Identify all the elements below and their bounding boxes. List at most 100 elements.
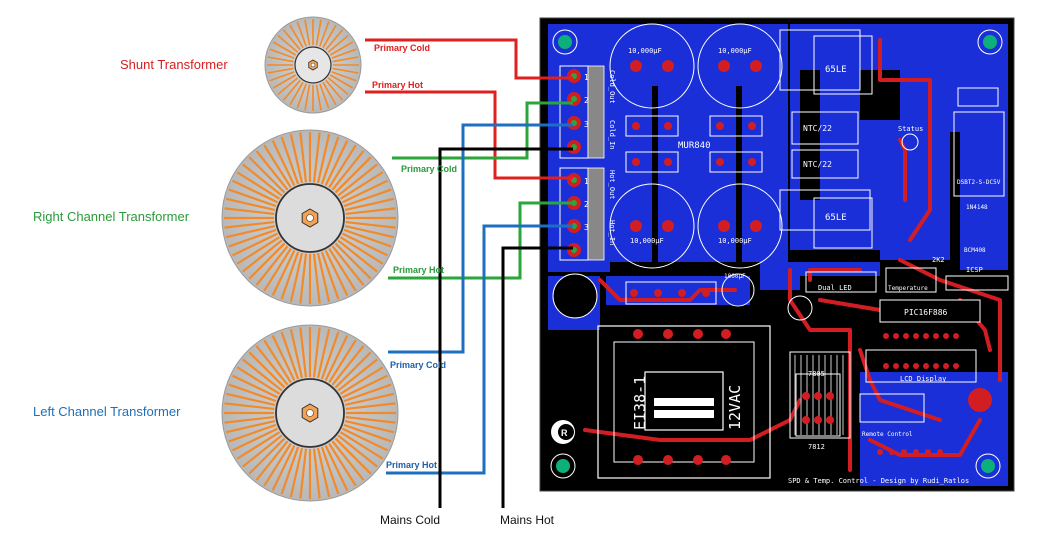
terminal-cold-out: Cold_Out [608, 70, 616, 104]
winding-turn [320, 446, 340, 495]
winding-turn [228, 383, 277, 403]
board-footer: SPD & Temp. Control - Design by Rudi_Rat… [788, 477, 969, 485]
winding-turn [232, 232, 279, 257]
winding-turn [322, 24, 337, 49]
icsp-label: ICSP [966, 266, 983, 274]
cap-3-label: 10,000µF [630, 237, 664, 245]
winding-turn [343, 423, 392, 443]
left-transformer-label: Left Channel Transformer [33, 404, 181, 419]
terminal-hot-out: Hot_Out [608, 170, 616, 200]
filter-capacitors [609, 23, 783, 269]
label-mains-hot: Mains Hot [500, 513, 555, 527]
winding-turn [267, 56, 294, 63]
winding-turn [289, 81, 304, 106]
winding-turn [263, 442, 292, 487]
winding-turn [312, 132, 321, 183]
winding-turn [236, 431, 281, 460]
terminal-cold-in: Cold_In [608, 120, 616, 150]
winding-turn [316, 252, 331, 303]
wires [365, 38, 573, 508]
rectifier-label: MUR840 [678, 141, 711, 151]
winding-turn [224, 207, 275, 216]
winding-turn [248, 351, 286, 389]
winding-turn [224, 402, 275, 411]
winding-turn [341, 427, 388, 452]
winding-turn [242, 434, 283, 468]
status-label: Status [898, 125, 923, 133]
pin-2a: 2 [584, 96, 589, 105]
shunt-transformer-label: Shunt Transformer [120, 57, 228, 72]
wire-right-cold [392, 101, 573, 160]
winding-turn [236, 236, 281, 265]
winding-turn [327, 34, 349, 53]
winding-turn [344, 224, 395, 239]
power-transformer [597, 325, 771, 479]
winding-turn [282, 29, 301, 51]
label-shunt-cold: Primary Cold [374, 43, 430, 53]
winding-turn [255, 245, 289, 286]
winding-turn [341, 179, 388, 204]
wire-mains-hot [501, 246, 573, 508]
winding-turn [225, 224, 276, 239]
winding-turn [343, 188, 392, 208]
pin-2b: 2 [584, 200, 589, 209]
reg-7805-label: 7805 [808, 370, 825, 378]
winding-turn [248, 156, 286, 194]
ntc-1-label: NTC/22 [803, 124, 832, 133]
winding-turn [277, 34, 299, 53]
transformer-voltage-label: 12VAC [726, 385, 744, 430]
winding-turn [337, 358, 378, 392]
winding-turn [271, 444, 296, 491]
right-transformer-label: Right Channel Transformer [33, 209, 190, 224]
winding-turn [320, 331, 340, 380]
winding-turn [271, 249, 296, 296]
wire-left-hot [386, 224, 573, 475]
winding-turn [316, 447, 331, 498]
winding-turn [344, 197, 395, 212]
winding-turn [339, 171, 384, 200]
winding-turn [282, 79, 301, 101]
winding-turn [289, 328, 304, 379]
winding-turn [329, 74, 354, 89]
pin-1b: 1 [584, 177, 589, 186]
winding-turn [232, 179, 279, 204]
winding-turn [225, 392, 276, 407]
winding-turn [332, 56, 359, 63]
winding-turn [324, 444, 349, 491]
terminal-hot-in: Hot_In [608, 220, 616, 245]
winding-turn [339, 431, 384, 460]
winding-turn [228, 228, 277, 248]
winding-turn [296, 83, 307, 109]
cap-2-label: 10,000µF [718, 47, 752, 55]
winding-turn [344, 419, 395, 434]
winding-turn [343, 383, 392, 403]
winding-turn [224, 220, 275, 229]
wire-shunt-cold [365, 38, 573, 80]
winding-turn [280, 251, 300, 300]
relay-2-label: 65LE [825, 213, 847, 223]
winding-turn [269, 48, 295, 59]
winding-turn [341, 232, 388, 257]
winding-turn [320, 251, 340, 300]
winding-turn [334, 242, 372, 280]
winding-turn [324, 249, 349, 296]
winding-turn [248, 437, 286, 475]
winding-turn [304, 84, 311, 111]
winding-turn [232, 427, 279, 452]
winding-turn [263, 247, 292, 292]
winding-turn [345, 220, 396, 229]
svg-text:R: R [561, 428, 568, 438]
pin-1a: 1 [584, 73, 589, 82]
winding-turn [334, 156, 372, 194]
winding-turn [272, 74, 297, 89]
winding-turn [299, 448, 308, 499]
winding-turn [263, 144, 292, 189]
winding-turn [263, 339, 292, 384]
temperature-label: Temperature [888, 285, 928, 292]
winding-turn [289, 133, 304, 184]
winding-turn [316, 133, 331, 184]
pic-label: PIC16F886 [904, 308, 948, 317]
cap-4-label: 10,000µF [718, 237, 752, 245]
winding-turn [328, 247, 357, 292]
